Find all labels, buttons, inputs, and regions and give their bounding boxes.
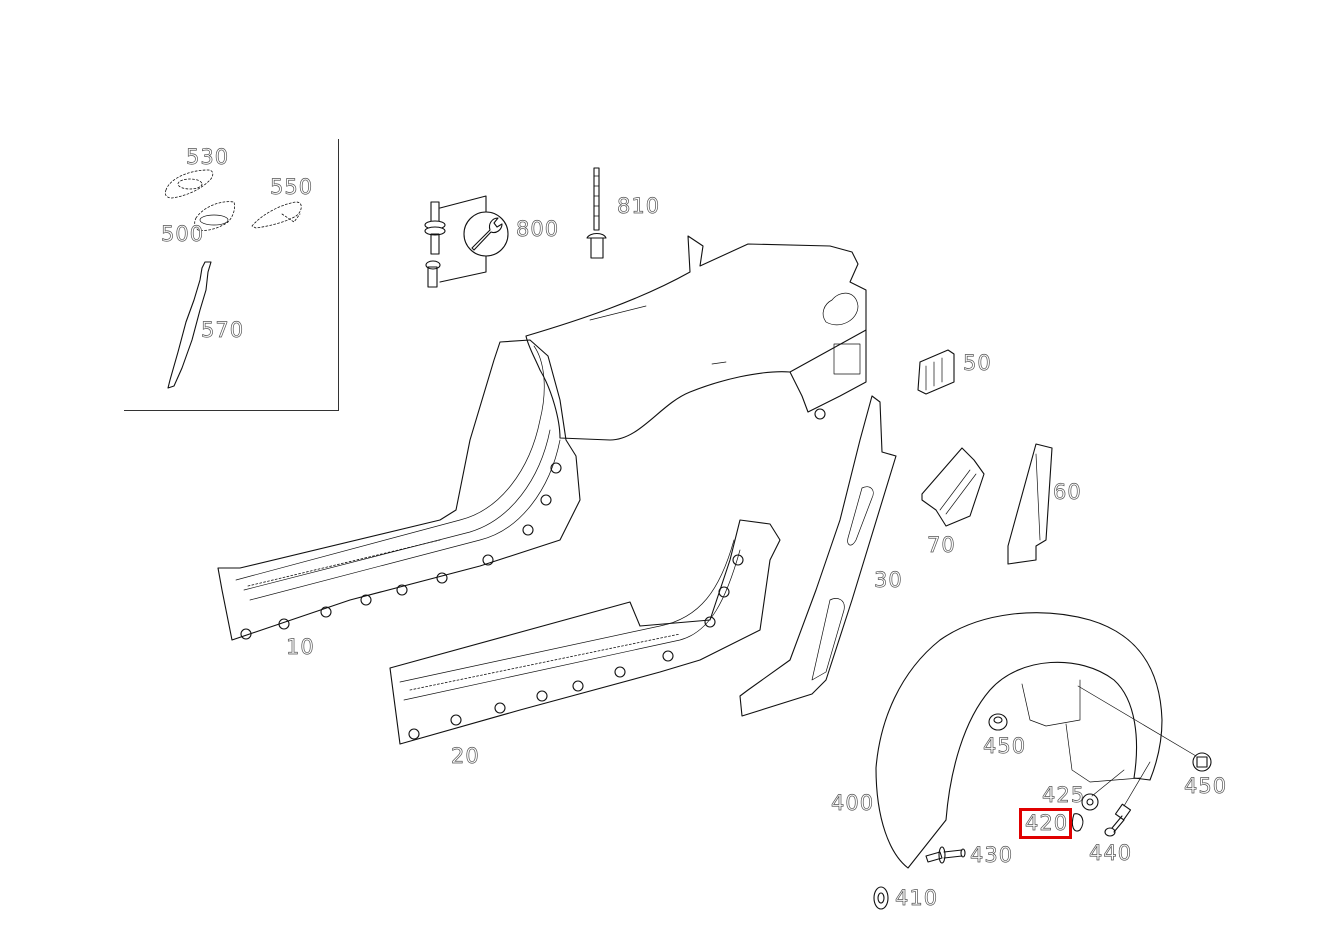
leader-line-425 xyxy=(1091,769,1125,797)
leader-line-440 xyxy=(1123,761,1151,807)
callout-810[interactable]: 810 xyxy=(617,194,661,218)
part-400-wheel-arch-liner[interactable] xyxy=(875,612,1163,869)
callout-530[interactable]: 530 xyxy=(186,145,230,169)
part-450-nut-right[interactable] xyxy=(1192,752,1212,772)
part-425-washer[interactable] xyxy=(1081,793,1099,811)
callout-50[interactable]: 50 xyxy=(963,351,992,375)
inset-frame xyxy=(124,139,339,411)
callout-550[interactable]: 550 xyxy=(270,175,314,199)
callout-410[interactable]: 410 xyxy=(895,886,939,910)
callout-400[interactable]: 400 xyxy=(831,791,875,815)
callout-425[interactable]: 425 xyxy=(1042,783,1086,807)
part-side-wall-panel[interactable] xyxy=(525,235,867,441)
callout-450-upper[interactable]: 450 xyxy=(983,734,1027,758)
part-420-clip[interactable] xyxy=(1071,813,1084,832)
callout-500[interactable]: 500 xyxy=(161,222,205,246)
part-500-housing[interactable] xyxy=(194,201,235,231)
callout-10[interactable]: 10 xyxy=(286,635,315,659)
part-450-nut-upper[interactable] xyxy=(988,713,1008,731)
leader-line-450b xyxy=(1077,685,1197,757)
part-800-bolt-set[interactable] xyxy=(424,195,509,288)
part-410-grommet[interactable] xyxy=(873,886,889,910)
part-530-cover[interactable] xyxy=(164,169,214,199)
part-50-bracket[interactable] xyxy=(917,349,955,395)
callout-440[interactable]: 440 xyxy=(1089,841,1133,865)
callout-20[interactable]: 20 xyxy=(451,744,480,768)
part-30-pillar-reinforcement[interactable] xyxy=(739,395,897,717)
callout-570[interactable]: 570 xyxy=(201,318,245,342)
part-10-sill-panel[interactable] xyxy=(217,339,581,641)
callout-30[interactable]: 30 xyxy=(874,568,903,592)
callout-70[interactable]: 70 xyxy=(927,533,956,557)
part-550-cover[interactable] xyxy=(251,201,302,229)
part-60-reinforcement[interactable] xyxy=(1007,443,1053,565)
part-20-sill-inner[interactable] xyxy=(389,519,781,745)
callout-430[interactable]: 430 xyxy=(970,843,1014,867)
part-570-strip[interactable] xyxy=(167,261,212,389)
callout-60[interactable]: 60 xyxy=(1053,480,1082,504)
callout-420[interactable]: 420 xyxy=(1025,811,1069,835)
callout-800[interactable]: 800 xyxy=(516,217,560,241)
part-440-push-rivet[interactable] xyxy=(1104,803,1132,837)
part-810-rivet[interactable] xyxy=(586,167,607,259)
callout-450-right[interactable]: 450 xyxy=(1184,774,1228,798)
part-430-bolt[interactable] xyxy=(925,846,966,864)
part-70-reinforcement[interactable] xyxy=(921,447,985,527)
